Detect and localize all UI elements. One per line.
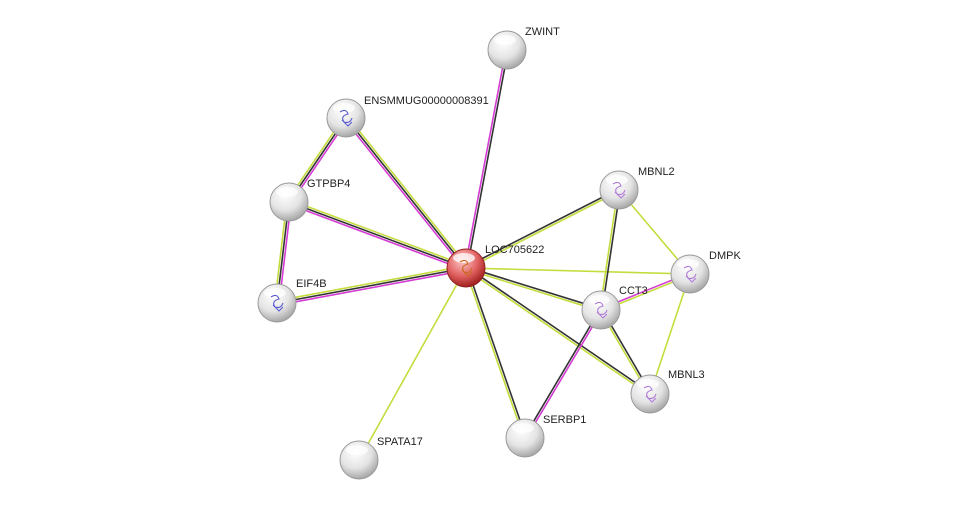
- edge-LOC705622-SPATA17[interactable]: [358, 267, 467, 461]
- protein-structure-icon: [594, 301, 608, 319]
- protein-structure-icon: [270, 294, 284, 312]
- node-ZWINT[interactable]: ZWINT: [487, 26, 560, 70]
- node-label: ZWINT: [525, 26, 560, 38]
- node-highlight: [453, 253, 475, 263]
- node-LOC705622[interactable]: LOC705622: [446, 244, 544, 288]
- edge-line-textmining: [599, 189, 619, 310]
- edge-line-experiments: [287, 203, 466, 271]
- edge-line-textmining: [649, 273, 691, 395]
- edge-line-coexpression: [288, 201, 467, 269]
- edge-line-textmining: [465, 267, 691, 275]
- edge-line-coexpression: [601, 190, 621, 311]
- node-label: ENSMMUG00000008391: [364, 95, 489, 107]
- node-MBNL3[interactable]: MBNL3: [630, 369, 705, 414]
- node-DMPK[interactable]: DMPK: [670, 250, 741, 294]
- node-label: EIF4B: [296, 278, 327, 290]
- node-label: GTPBP4: [307, 178, 350, 190]
- edge-DMPK-MBNL3[interactable]: [649, 273, 691, 395]
- node-MBNL2[interactable]: MBNL2: [599, 166, 675, 210]
- edge-line-textmining: [358, 267, 467, 461]
- edge-LOC705622-MBNL3[interactable]: [464, 266, 652, 396]
- node-label: SERBP1: [543, 414, 586, 426]
- node-label: SPATA17: [377, 436, 423, 448]
- node-highlight: [333, 103, 355, 113]
- node-ENSMMUG00000008391[interactable]: ENSMMUG00000008391: [326, 95, 489, 138]
- edge-line-coexpression: [466, 50, 509, 269]
- edge-LOC705622-EIF4B[interactable]: [276, 265, 467, 306]
- node-CCT3[interactable]: CCT3: [581, 285, 648, 330]
- edge-line-experiments: [464, 49, 507, 268]
- protein-structure-icon: [612, 181, 626, 199]
- edge-LOC705622-ENSMMUG00000008391[interactable]: [343, 116, 469, 270]
- protein-structure-icon: [339, 109, 353, 127]
- edge-line-textmining: [289, 199, 468, 267]
- edge-line-coexpression: [523, 309, 601, 438]
- edge-line-coexpression: [345, 117, 467, 269]
- node-highlight: [276, 187, 298, 197]
- node-highlight: [677, 259, 699, 269]
- protein-structure-icon: [459, 259, 473, 277]
- node-label: CCT3: [619, 285, 648, 297]
- edge-LOC705622-CCT3[interactable]: [465, 266, 602, 312]
- node-GTPBP4[interactable]: GTPBP4: [269, 178, 350, 222]
- edge-line-coexpression: [466, 267, 527, 438]
- node-highlight: [346, 445, 368, 455]
- node-SERBP1[interactable]: SERBP1: [505, 414, 586, 458]
- node-highlight: [264, 288, 286, 298]
- edge-line-coexpression: [466, 266, 602, 310]
- node-highlight: [494, 35, 516, 45]
- node-SPATA17[interactable]: SPATA17: [339, 436, 423, 480]
- edge-line-experiments: [343, 118, 465, 270]
- edge-MBNL2-CCT3[interactable]: [599, 189, 621, 311]
- edge-LOC705622-MBNL2[interactable]: [465, 188, 620, 270]
- node-label: LOC705622: [485, 244, 544, 256]
- protein-structure-icon: [643, 385, 657, 403]
- edge-line-textmining: [276, 265, 466, 302]
- edge-line-experiments: [277, 269, 467, 306]
- edge-line-coexpression: [466, 266, 652, 394]
- edge-line-experiments: [525, 310, 603, 439]
- node-highlight: [588, 295, 610, 305]
- protein-structure-icon: [683, 265, 697, 283]
- edge-LOC705622-SERBP1[interactable]: [464, 267, 527, 439]
- node-EIF4B[interactable]: EIF4B: [257, 278, 327, 323]
- node-label: MBNL2: [638, 166, 675, 178]
- edge-LOC705622-DMPK[interactable]: [465, 267, 691, 275]
- edge-LOC705622-GTPBP4[interactable]: [287, 199, 468, 271]
- node-highlight: [512, 423, 534, 433]
- edge-line-textmining: [464, 268, 650, 396]
- edge-line-textmining: [466, 190, 620, 270]
- node-highlight: [637, 379, 659, 389]
- edge-line-coexpression: [276, 267, 467, 304]
- edge-LOC705622-ZWINT[interactable]: [464, 49, 509, 269]
- edge-line-coexpression: [465, 188, 619, 268]
- edge-line-textmining: [347, 116, 469, 268]
- node-label: DMPK: [709, 250, 741, 262]
- node-highlight: [606, 175, 628, 185]
- edge-line-textmining: [465, 268, 601, 312]
- node-label: MBNL3: [668, 369, 705, 381]
- edge-CCT3-SERBP1[interactable]: [523, 309, 603, 439]
- edge-line-textmining: [464, 268, 525, 439]
